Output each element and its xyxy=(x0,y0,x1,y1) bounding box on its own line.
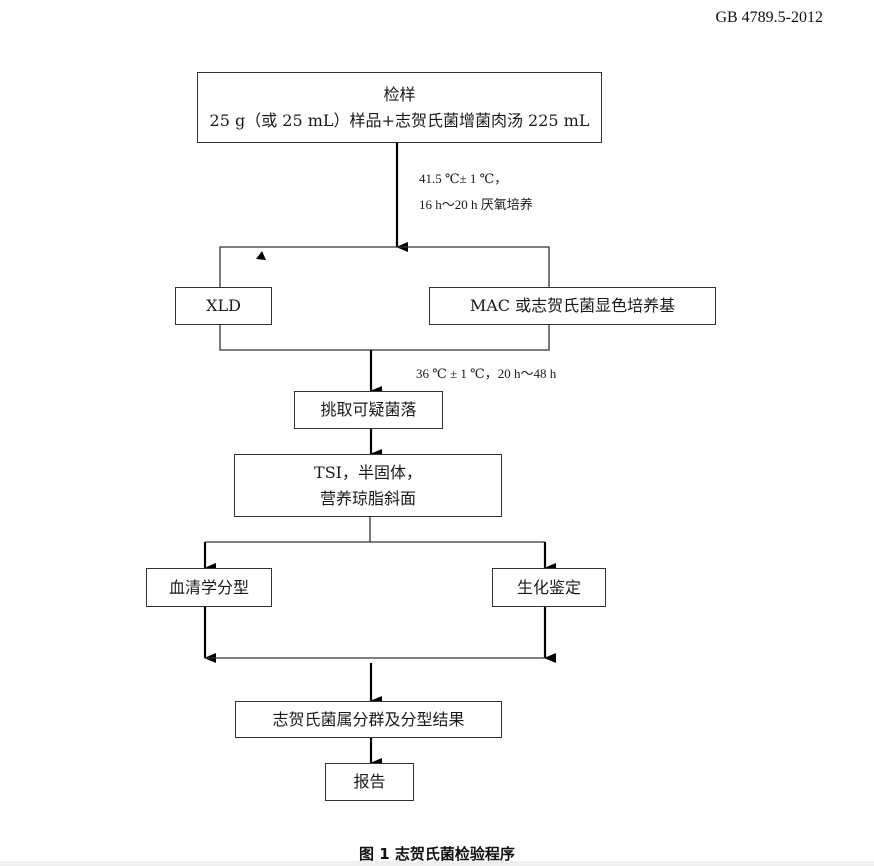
enrichment-temperature: 41.5 ℃± 1 ℃， xyxy=(419,171,508,186)
triangle-marker-icon xyxy=(256,251,266,260)
tsi-box: TSI，半固体， 营养琼脂斜面 xyxy=(234,454,502,517)
serotype-box: 血清学分型 xyxy=(146,568,272,607)
xld-label: XLD xyxy=(206,296,241,315)
standard-id: GB 4789.5-2012 xyxy=(715,9,823,26)
figure-caption: 图 1 志贺氏菌检验程序 xyxy=(359,845,515,863)
sample-title: 检样 xyxy=(383,84,416,104)
tsi-line2: 营养琼脂斜面 xyxy=(319,488,416,508)
result-box: 志贺氏菌属分群及分型结果 xyxy=(235,701,502,738)
enrichment-time: 16 h～20 h 厌氧培养 xyxy=(419,197,533,212)
plate-incubation-condition: 36 ℃ ± 1 ℃，20 h～48 h xyxy=(416,366,557,381)
enrichment-condition: 41.5 ℃± 1 ℃， 16 h～20 h 厌氧培养 xyxy=(419,166,533,218)
report-label: 报告 xyxy=(353,772,386,791)
result-label: 志贺氏菌属分群及分型结果 xyxy=(272,709,465,729)
tsi-line1: TSI，半固体， xyxy=(314,462,422,482)
xld-box: XLD xyxy=(175,287,272,325)
sample-box: 检样 25 g（或 25 mL）样品+志贺氏菌增菌肉汤 225 mL xyxy=(197,72,602,143)
report-box: 报告 xyxy=(325,763,414,801)
plates-bottom-bracket xyxy=(219,325,550,351)
mac-box: MAC 或志贺氏菌显色培养基 xyxy=(429,287,716,325)
serotype-label: 血清学分型 xyxy=(168,577,249,597)
biochem-box: 生化鉴定 xyxy=(492,568,606,607)
sample-description: 25 g（或 25 mL）样品+志贺氏菌增菌肉汤 225 mL xyxy=(209,110,590,130)
biochem-label: 生化鉴定 xyxy=(516,577,581,597)
pick-colonies-label: 挑取可疑菌落 xyxy=(320,400,417,419)
pick-colonies-box: 挑取可疑菌落 xyxy=(294,391,443,429)
plates-top-bracket xyxy=(219,246,550,287)
mac-label: MAC 或志贺氏菌显色培养基 xyxy=(469,296,676,315)
page-bottom-bar xyxy=(0,861,874,866)
